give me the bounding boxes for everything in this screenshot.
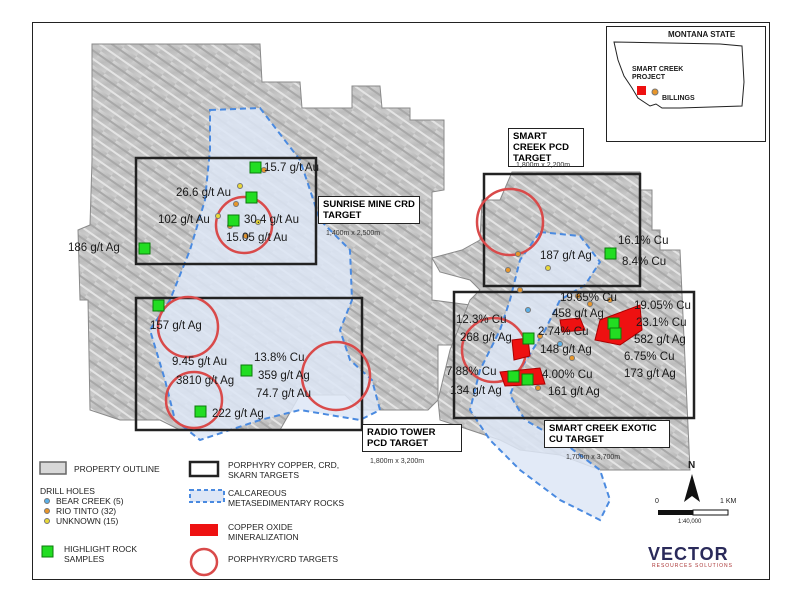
- scale-zero: 0: [655, 498, 659, 505]
- highlight-rock-samples: [138, 161, 622, 418]
- legend-highlight: HIGHLIGHT ROCK SAMPLES: [64, 544, 138, 564]
- sample-label: 187 g/t Ag: [540, 250, 592, 262]
- vector-logo: VECTOR: [648, 544, 729, 564]
- sample-label: 8.4% Cu: [622, 256, 667, 268]
- sample-label: 26.6 g/t Au: [176, 187, 231, 199]
- sample-label: 134 g/t Ag: [450, 385, 502, 397]
- legend-bear-creek-dot: [44, 498, 50, 504]
- target-box-sunrise: [134, 156, 318, 266]
- sample-label: 15.05 g/t Au: [226, 232, 288, 244]
- sample-label: 157 g/t Ag: [150, 320, 202, 332]
- legend-circle-swatch: [189, 547, 219, 577]
- target-dims-sunrise: 1,400m x 2,500m: [326, 230, 381, 237]
- scale-ratio: 1:40,000: [678, 519, 702, 525]
- north-arrow-icon: [684, 474, 700, 502]
- sample-label: 148 g/t Ag: [540, 344, 592, 356]
- legend-calcareous: CALCAREOUS METASEDIMENTARY ROCKS: [228, 488, 345, 508]
- legend-target-box-swatch: [188, 460, 220, 478]
- legend-property-swatch: [39, 461, 67, 475]
- sample-label: 359 g/t Ag: [258, 370, 310, 382]
- legend-drill-holes: DRILL HOLES: [40, 486, 95, 496]
- sample-label: 268 g/t Ag: [460, 332, 512, 344]
- sample-label: 12.3% Cu: [456, 314, 507, 326]
- target-label-sunrise: SUNRISE MINE CRD TARGET: [318, 196, 420, 224]
- inset-city-label: BILLINGS: [662, 95, 695, 102]
- sample-label: 30.4 g/t Au: [244, 214, 299, 226]
- target-box-exotic: [452, 290, 696, 420]
- billings-marker: [651, 88, 659, 96]
- target-circle-radio-south: [164, 370, 224, 430]
- sample-label: 161 g/t Ag: [548, 386, 600, 398]
- sample-label: 173 g/t Ag: [624, 368, 676, 380]
- sample-label: 222 g/t Ag: [212, 408, 264, 420]
- target-circle-radio-east: [300, 340, 372, 412]
- sample-label: 23.1% Cu: [636, 317, 687, 329]
- montana-inset: [606, 26, 766, 142]
- legend-unknown: UNKNOWN (15): [56, 516, 119, 526]
- legend-calcareous-swatch: [189, 489, 225, 503]
- legend-property-outline: PROPERTY OUTLINE: [74, 464, 160, 474]
- drill-holes: [215, 167, 613, 391]
- sample-label: 15.7 g/t Au: [264, 162, 319, 174]
- target-dims-exotic: 1,700m x 3,700m: [566, 454, 621, 461]
- legend-porphyry-crd: PORPHYRY/CRD TARGETS: [228, 554, 339, 564]
- sample-label: 186 g/t Ag: [68, 242, 120, 254]
- legend-bear-creek: BEAR CREEK (5): [56, 496, 124, 506]
- sample-label: 2.74% Cu: [538, 326, 589, 338]
- copper-oxide-4: [559, 317, 586, 333]
- sample-label: 4.00% Cu: [542, 369, 593, 381]
- target-label-smart-pcd: SMART CREEK PCD TARGET: [508, 128, 584, 167]
- sample-label: 74.7 g/t Au: [256, 388, 311, 400]
- inset-state-label: MONTANA STATE: [668, 30, 736, 39]
- sample-label: 3810 g/t Ag: [176, 375, 235, 387]
- legend-rio-tinto: RIO TINTO (32): [56, 506, 117, 516]
- target-dims-radio: 1,800m x 3,200m: [370, 458, 425, 465]
- sample-label: 582 g/t Ag: [634, 334, 686, 346]
- target-box-radio: [134, 296, 364, 432]
- sample-label: 7.88% Cu: [446, 366, 497, 378]
- montana-outline: [613, 41, 745, 109]
- sample-label: 13.8% Cu: [254, 352, 305, 364]
- sample-label: 19.65% Cu: [560, 292, 617, 304]
- target-box-smart-pcd: [482, 172, 642, 288]
- target-circle-sunrise: [214, 195, 274, 255]
- sample-label: 9.45 g/t Au: [172, 356, 227, 368]
- legend-rio-tinto-dot: [44, 508, 50, 514]
- target-circle-smart-pcd: [475, 187, 545, 257]
- legend-rock-sample-swatch: [41, 545, 54, 558]
- calcareous-zone-west: [148, 106, 382, 442]
- sample-label: 6.75% Cu: [624, 351, 675, 363]
- project-location-marker: [637, 86, 646, 95]
- legend-porphyry-targets: PORPHYRY COPPER, CRD, SKARN TARGETS: [228, 460, 340, 480]
- legend-copper-oxide-swatch: [190, 524, 218, 536]
- target-dims-smart-pcd: 1,800m x 2,200m: [516, 162, 571, 169]
- target-circle-radio-north: [156, 295, 220, 359]
- target-label-exotic: SMART CREEK EXOTIC CU TARGET: [544, 420, 670, 448]
- inset-project-label: SMART CREEK PROJECT: [632, 66, 684, 81]
- sample-label: 458 g/t Ag: [552, 308, 604, 320]
- legend-unknown-dot: [44, 518, 50, 524]
- scale-one: 1 KM: [720, 498, 737, 505]
- legend-copper-oxide: COPPER OXIDE MINERALIZATION: [228, 522, 299, 542]
- north-label: N: [688, 460, 696, 471]
- target-label-radio: RADIO TOWER PCD TARGET: [362, 424, 462, 452]
- scale-bar: [658, 509, 729, 516]
- vector-tagline: RESOURCES SOLUTIONS: [652, 563, 733, 569]
- sample-label: 16.1% Cu: [618, 235, 669, 247]
- sample-label: 19.05% Cu: [634, 300, 691, 312]
- sample-label: 102 g/t Au: [158, 214, 210, 226]
